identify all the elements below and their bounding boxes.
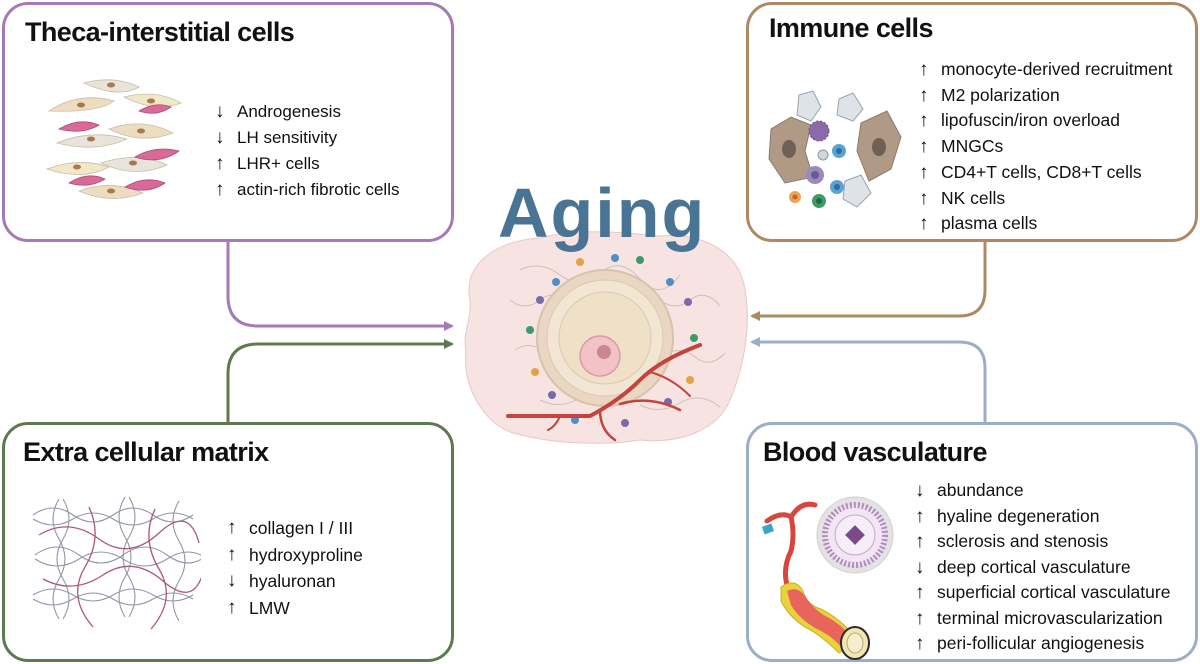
immune-change-list: ↑monocyte-derived recruitment ↑M2 polari… (919, 57, 1172, 237)
list-item: ↑sclerosis and stenosis (915, 529, 1170, 555)
list-item: ↓Androgenesis (215, 99, 400, 125)
list-item: ↑NK cells (919, 186, 1172, 212)
theca-interstitial-cells-panel: Theca-interstitial cells ↓Androgenesis (2, 2, 454, 242)
theca-cells-illustration (45, 79, 182, 199)
arrow-up-icon: ↑ (919, 59, 929, 80)
list-item: ↑superficial cortical vasculature (915, 580, 1170, 606)
arrow-ecm-to-aging (226, 339, 454, 422)
arrow-theca-to-aging (226, 242, 454, 331)
arrow-down-icon: ↓ (215, 101, 225, 122)
arrow-immune-to-aging (750, 242, 987, 321)
immune-panel-title: Immune cells (769, 13, 933, 43)
ecm-change-list: ↑collagen I / III ↑hydroxyproline ↓hyalu… (227, 515, 363, 621)
list-item: ↓abundance (915, 478, 1170, 504)
arrow-up-icon: ↑ (915, 607, 925, 629)
arrow-up-icon: ↑ (227, 596, 237, 618)
list-item: ↑CD4+T cells, CD8+T cells (919, 160, 1172, 186)
theca-panel-title: Theca-interstitial cells (25, 17, 295, 47)
arrow-up-icon: ↑ (915, 531, 925, 552)
blood-vessel-illustration (761, 496, 894, 660)
arrow-up-icon: ↑ (227, 543, 237, 565)
arrow-up-icon: ↑ (919, 213, 929, 235)
list-item: ↑plasma cells (919, 211, 1172, 237)
arrow-up-icon: ↑ (215, 179, 225, 200)
follicle (536, 269, 674, 407)
list-item: ↑LHR+ cells (215, 151, 400, 177)
blood-vasculature-panel: Blood vasculature ↓abundance ↑hyaline de… (746, 422, 1198, 662)
arrow-up-icon: ↑ (915, 505, 925, 527)
arrow-up-icon: ↑ (915, 633, 925, 654)
blood-change-list: ↓abundance ↑hyaline degeneration ↑sclero… (915, 478, 1170, 657)
list-item: ↑hyaline degeneration (915, 504, 1170, 530)
list-item: ↑lipofuscin/iron overload (919, 108, 1172, 134)
arrow-up-icon: ↑ (227, 517, 237, 538)
arrow-up-icon: ↑ (919, 187, 929, 209)
arrow-down-icon: ↓ (915, 556, 925, 578)
list-item: ↑actin-rich fibrotic cells (215, 177, 400, 203)
arrow-down-icon: ↓ (215, 127, 225, 148)
aging-title: Aging (498, 174, 707, 252)
list-item: ↑terminal microvascularization (915, 606, 1170, 632)
arrow-blood-to-aging (750, 337, 987, 422)
list-item: ↑M2 polarization (919, 83, 1172, 109)
list-item: ↓hyaluronan (227, 568, 363, 595)
arrow-up-icon: ↑ (915, 582, 925, 603)
ecm-panel-title: Extra cellular matrix (23, 437, 269, 467)
immune-cells-panel: Immune cells ↑monocyte-derived recruitme… (746, 2, 1198, 242)
blood-vessels (506, 343, 702, 442)
arrow-down-icon: ↓ (227, 570, 237, 591)
list-item: ↑collagen I / III (227, 515, 363, 542)
list-item: ↑MNGCs (919, 134, 1172, 160)
list-item: ↑hydroxyproline (227, 542, 363, 569)
arrow-up-icon: ↑ (215, 153, 225, 174)
arrow-down-icon: ↓ (915, 480, 925, 501)
blood-panel-title: Blood vasculature (763, 437, 987, 467)
arrow-up-icon: ↑ (919, 110, 929, 132)
arrow-up-icon: ↑ (919, 136, 929, 158)
extra-cellular-matrix-panel: Extra cellular matrix ↑collagen I / III … (2, 422, 454, 662)
list-item: ↑LMW (227, 595, 363, 622)
immune-cells-scatter (526, 254, 698, 427)
list-item: ↑peri-follicular angiogenesis (915, 631, 1170, 657)
ecm-fibers-illustration (32, 496, 201, 630)
immune-cells-illustration (768, 90, 902, 208)
arrow-up-icon: ↑ (919, 84, 929, 106)
list-item: ↓deep cortical vasculature (915, 555, 1170, 581)
list-item: ↑monocyte-derived recruitment (919, 57, 1172, 83)
theca-change-list: ↓Androgenesis ↓LH sensitivity ↑LHR+ cell… (215, 99, 400, 203)
arrow-up-icon: ↑ (919, 161, 929, 183)
list-item: ↓LH sensitivity (215, 125, 400, 151)
